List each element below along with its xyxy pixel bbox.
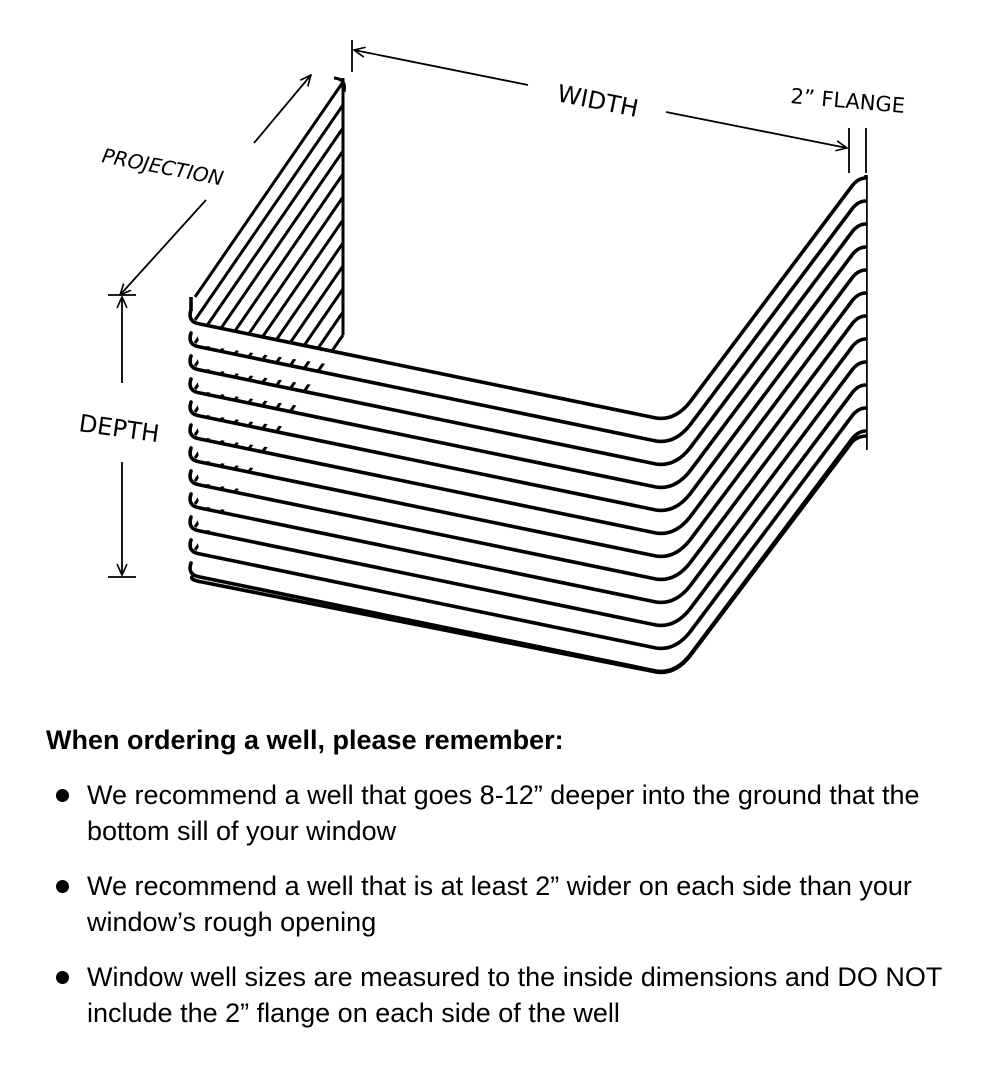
rib-fill xyxy=(190,293,866,535)
projection-arrow-upper xyxy=(253,75,311,144)
rib-fill xyxy=(190,339,866,581)
rib-fill xyxy=(190,362,866,604)
rib-fill xyxy=(190,385,866,627)
well-rib xyxy=(188,383,868,628)
rib-fill xyxy=(190,224,866,466)
well-rib xyxy=(188,406,868,651)
well-bottom-edge xyxy=(189,434,868,675)
rib-fill xyxy=(190,408,866,650)
rib-fill xyxy=(190,316,866,558)
bullet-icon xyxy=(56,789,69,802)
well-rib xyxy=(188,360,868,605)
note-text: We recommend a well that goes 8-12” deep… xyxy=(87,780,920,846)
well-corrugations xyxy=(188,176,868,675)
well-rib xyxy=(188,291,868,536)
width-arrow-right xyxy=(665,111,847,148)
note-text: Window well sizes are measured to the in… xyxy=(87,962,942,1028)
well-rib xyxy=(188,245,868,490)
projection-arrow-lower xyxy=(120,199,207,295)
flange-ridge xyxy=(193,104,345,321)
rib-fill xyxy=(190,178,866,420)
note-text: We recommend a well that is at least 2” … xyxy=(87,871,912,937)
bullet-icon xyxy=(56,971,69,984)
well-rib xyxy=(188,314,868,559)
width-label: WIDTH xyxy=(555,79,641,123)
projection-label: PROJECTION xyxy=(100,143,225,190)
rib-fill xyxy=(190,247,866,489)
flange-ridge xyxy=(193,81,345,298)
well-rib xyxy=(188,199,868,444)
well-rib xyxy=(188,222,868,467)
well-rib xyxy=(188,268,868,513)
notes-heading: When ordering a well, please remember: xyxy=(46,725,564,755)
width-arrow-left xyxy=(354,50,529,86)
note-item: Window well sizes are measured to the in… xyxy=(52,959,987,1031)
note-item: We recommend a well that is at least 2” … xyxy=(52,868,987,940)
depth-label: DEPTH xyxy=(77,409,161,448)
left-flange-top-cap xyxy=(333,76,346,93)
flange-ridge xyxy=(193,127,345,344)
well-rib xyxy=(188,337,868,582)
notes-list: We recommend a well that goes 8-12” deep… xyxy=(52,777,987,1050)
bullet-icon xyxy=(56,880,69,893)
note-item: We recommend a well that goes 8-12” deep… xyxy=(52,777,987,849)
well-rib xyxy=(188,176,868,421)
window-well-diagram: WIDTH 2” FLANGE PROJECTION DEPTH xyxy=(77,40,906,675)
flange-label: 2” FLANGE xyxy=(790,84,906,118)
rib-fill xyxy=(190,270,866,512)
rib-fill xyxy=(190,201,866,443)
